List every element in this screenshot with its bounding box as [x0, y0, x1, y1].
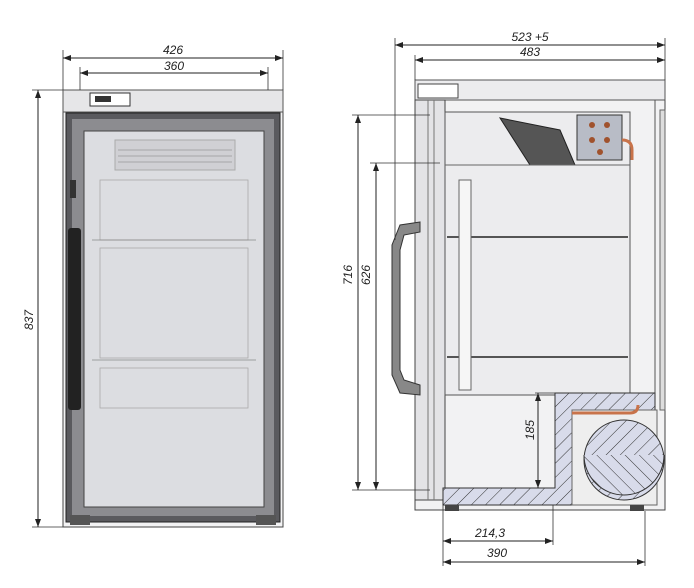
dim-depth-handle: 523 +5 — [511, 30, 548, 44]
top-panel — [414, 79, 666, 101]
dim-shelf-zone: 626 — [359, 265, 373, 285]
dim-base-depth: 390 — [487, 546, 507, 560]
foot — [256, 515, 276, 525]
dim-width-outer: 426 — [163, 43, 183, 57]
dim-width-inner: 360 — [164, 59, 184, 73]
shelf-lines — [92, 179, 256, 409]
door-section — [414, 99, 446, 501]
door-handle-side — [391, 221, 421, 396]
side-view — [391, 79, 666, 511]
dim-step-depth: 214,3 — [474, 526, 505, 540]
front-view — [62, 89, 284, 528]
foot — [70, 515, 90, 525]
door-handle — [68, 228, 81, 410]
foot — [445, 505, 459, 511]
dim-depth-body: 483 — [520, 45, 540, 59]
dim-interior-height: 716 — [341, 265, 355, 285]
door-glass — [83, 130, 265, 508]
front-dimensions: 426 360 837 — [22, 43, 284, 528]
foot — [630, 505, 644, 511]
dim-compressor: 185 — [523, 420, 537, 440]
dim-height: 837 — [22, 309, 36, 330]
shelf-rail — [458, 179, 472, 391]
side-dimensions: 523 +5 483 716 626 185 214,3 390 — [341, 30, 666, 566]
